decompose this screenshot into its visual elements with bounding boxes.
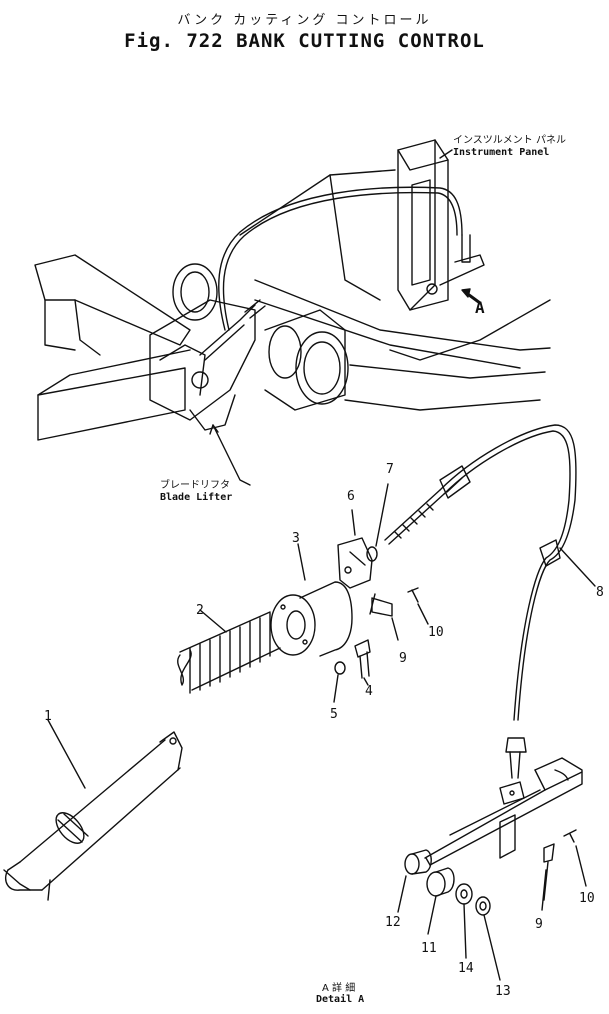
part-3-bracket bbox=[270, 581, 353, 657]
label-blade-lifter-jp: ブレードリフタ bbox=[160, 480, 230, 491]
callout-9-lower: 9 bbox=[535, 917, 543, 932]
leader-10-lower bbox=[575, 845, 587, 887]
label-view-arrow: A bbox=[475, 298, 485, 317]
part-9-pin-lower bbox=[543, 843, 555, 901]
part-1-control-lever bbox=[3, 731, 183, 901]
part-11-bushing bbox=[426, 867, 455, 897]
leader-12 bbox=[397, 875, 407, 913]
label-instrument-panel-jp: インスツルメント パネル bbox=[453, 135, 566, 146]
label-detail-jp: A 詳 細 bbox=[322, 983, 356, 994]
part-5-washer bbox=[334, 661, 346, 675]
leader-11 bbox=[427, 895, 437, 935]
leader-9-upper bbox=[391, 617, 399, 641]
callout-11: 11 bbox=[421, 941, 437, 956]
leader-blade-lifter bbox=[212, 424, 251, 486]
leader-14 bbox=[463, 903, 467, 959]
leader-3 bbox=[297, 543, 306, 581]
part-8-cable bbox=[384, 424, 577, 805]
callout-10-upper: 10 bbox=[428, 625, 444, 640]
callout-7: 7 bbox=[386, 462, 394, 477]
part-10-cotter-upper bbox=[407, 587, 419, 603]
callout-14: 14 bbox=[458, 961, 474, 976]
label-instrument-panel: Instrument Panel bbox=[453, 147, 550, 158]
title-japanese: バンク カッティング コントロール bbox=[177, 13, 432, 28]
callout-2: 2 bbox=[196, 603, 204, 618]
leader-7 bbox=[375, 483, 389, 547]
leader-13 bbox=[483, 914, 501, 981]
leader-8 bbox=[559, 547, 596, 587]
leader-6 bbox=[351, 509, 356, 536]
callout-8: 8 bbox=[596, 585, 604, 600]
part-7-nut bbox=[366, 546, 378, 562]
leader-1 bbox=[47, 719, 86, 789]
callout-10-lower: 10 bbox=[579, 891, 595, 906]
callout-13: 13 bbox=[495, 984, 511, 999]
part-9-pin-upper bbox=[369, 593, 393, 617]
part-2-spring bbox=[177, 611, 281, 694]
part-13-nut bbox=[475, 896, 491, 916]
part-12-sleeve bbox=[404, 849, 432, 875]
label-detail: Detail A bbox=[316, 994, 365, 1005]
detail-a-lever-bracket bbox=[424, 757, 583, 866]
leader-4 bbox=[363, 677, 369, 686]
callout-12: 12 bbox=[385, 915, 401, 930]
leader-2 bbox=[199, 609, 227, 633]
machine-frame bbox=[34, 139, 551, 441]
label-blade-lifter: Blade Lifter bbox=[160, 492, 233, 503]
leader-10-upper bbox=[417, 603, 429, 625]
part-14-washer bbox=[455, 883, 473, 905]
callout-3: 3 bbox=[292, 531, 300, 546]
callout-9-upper: 9 bbox=[399, 651, 407, 666]
callout-5: 5 bbox=[330, 707, 338, 722]
part-10-cotter-lower bbox=[563, 829, 577, 843]
part-4-bolt bbox=[354, 639, 371, 679]
part-6-clevis bbox=[337, 537, 373, 589]
callout-4: 4 bbox=[365, 684, 373, 699]
callout-1: 1 bbox=[44, 709, 52, 724]
callout-6: 6 bbox=[347, 489, 355, 504]
upper-control-cable bbox=[199, 186, 485, 361]
leader-9-lower bbox=[541, 869, 547, 911]
title-english: Fig. 722 BANK CUTTING CONTROL bbox=[124, 30, 485, 52]
leader-instrument-panel bbox=[439, 149, 453, 159]
leader-5 bbox=[333, 674, 339, 703]
